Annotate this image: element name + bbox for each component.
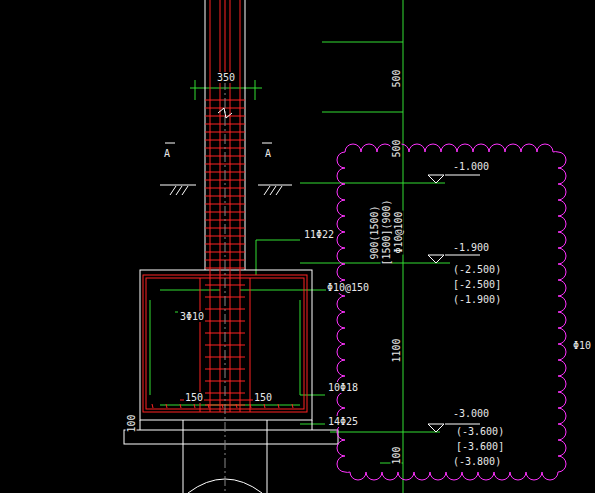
- dimension: 900(1500): [369, 204, 380, 260]
- dimension: 500: [391, 138, 402, 158]
- rebar-spec: Φ10@150: [326, 282, 370, 293]
- dimension: 150: [184, 392, 204, 403]
- section-mark: A: [163, 148, 171, 159]
- rebar-spec: 10Φ18: [327, 382, 359, 393]
- rebar-spec: 3Φ10: [179, 311, 205, 322]
- rebar-spec: 11Φ22: [303, 229, 335, 240]
- elevation: -3.000: [452, 408, 490, 419]
- center-line: [225, 80, 226, 493]
- dimension: 100: [126, 413, 137, 433]
- dimension: [1500](900): [380, 198, 391, 266]
- elevation-marks: [124, 0, 480, 493]
- dimension: 150: [253, 392, 273, 403]
- elevation: (-3.800): [452, 456, 502, 467]
- elevation: [-2.500]: [452, 279, 502, 290]
- rebar-spec: Φ10@100: [393, 210, 404, 254]
- revision-cloud: [337, 144, 566, 480]
- break-mark: [218, 108, 232, 118]
- dimension-lines: [150, 0, 450, 493]
- dimension: 100: [391, 445, 402, 465]
- elevation: [-3.600]: [455, 441, 505, 452]
- dimension: 500: [391, 68, 402, 88]
- elevation: (-2.500): [452, 264, 502, 275]
- rebar-spec: 14Φ25: [327, 416, 359, 427]
- section-mark: A: [264, 148, 272, 159]
- elevation: (-1.900): [452, 294, 502, 305]
- elevation: -1.000: [452, 161, 490, 172]
- dimension: 350: [216, 72, 236, 83]
- elevation: (-3.600): [455, 426, 505, 437]
- rebar-spec: Φ10: [572, 340, 592, 351]
- dimension: 1100: [391, 337, 402, 363]
- elevation: -1.900: [452, 242, 490, 253]
